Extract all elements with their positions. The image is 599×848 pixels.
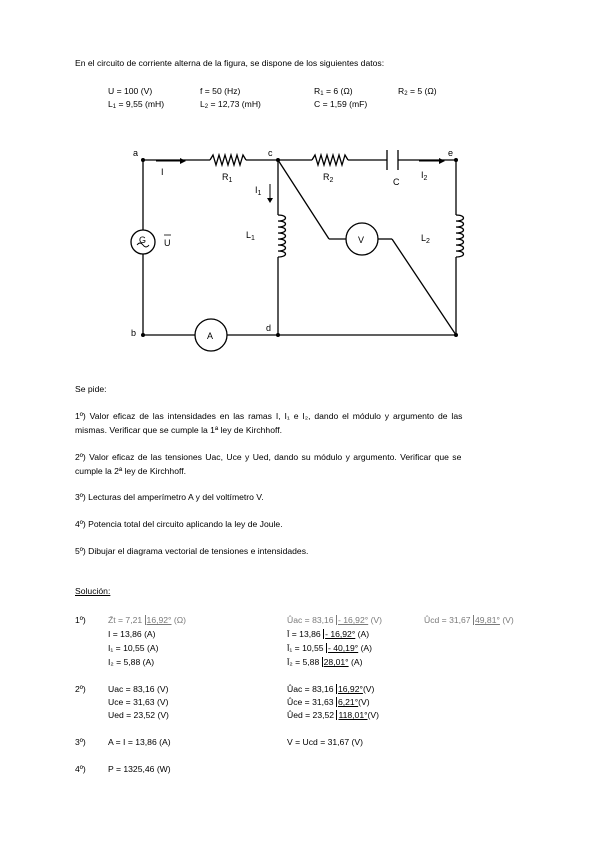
I1-label: I1: [255, 185, 262, 197]
sol-1-i-phasor: Ī = 13,86 - 16,92° (A): [287, 629, 370, 639]
node-d-label: d: [266, 323, 271, 333]
sol-2-ued: Ued = 23,52 (V): [108, 710, 169, 720]
node-c-label: c: [268, 148, 273, 158]
sol-1-uac: Ûac = 83,16 - 16,92° (V): [287, 615, 383, 625]
L1-label: L1: [246, 230, 255, 242]
question-2-line1: 2º) Valor eficaz de las tensiones Uac, U…: [75, 452, 462, 462]
question-2-line2: cumple la 2ª ley de Kirchhoff.: [75, 466, 186, 476]
L2-label: L2: [421, 233, 430, 245]
node-b-label: b: [131, 328, 136, 338]
U-label: U: [164, 238, 171, 248]
R2-label: R2: [323, 172, 334, 184]
node-e-label: e: [448, 148, 453, 158]
data-L1: L1 = 9,55 (mH): [108, 99, 165, 110]
data-R2: R2 = 5 (Ω): [398, 86, 437, 97]
circuit-diagram: a b c d e R1 R2 C L1 L2 I I1 I2 G U A V: [130, 148, 465, 352]
sol-2-uac: Uac = 83,16 (V): [108, 684, 169, 694]
generator-label: G: [139, 235, 146, 245]
sol-2-uce: Uce = 31,63 (V): [108, 697, 169, 707]
sol-2-uac-phasor: Ûac = 83,16 16,92°(V): [287, 684, 375, 694]
node-a-label: a: [133, 148, 138, 158]
data-f: f = 50 (Hz): [200, 86, 241, 96]
data-C: C = 1,59 (mF): [314, 99, 368, 109]
sol-4-power: P = 1325,46 (W): [108, 764, 171, 774]
ammeter-label: A: [207, 331, 213, 341]
R1-label: R1: [222, 172, 233, 184]
data-L2: L2 = 12,73 (mH): [200, 99, 261, 110]
sol-2-ued-phasor: Ûed = 23,52 118,01°(V): [287, 710, 380, 720]
sol-4-number: 4º): [75, 764, 86, 774]
sol-3-number: 3º): [75, 737, 86, 747]
intro-text: En el circuito de corriente alterna de l…: [75, 58, 385, 68]
I2-label: I2: [421, 170, 428, 182]
sol-1-ucd: Ûcd = 31,67 49,81° (V): [424, 615, 514, 625]
data-R1: R1 = 6 (Ω): [314, 86, 353, 97]
question-1-line2: mismas. Verificar que se cumple la 1ª le…: [75, 425, 282, 435]
sol-2-number: 2º): [75, 684, 86, 694]
se-pide-heading: Se pide:: [75, 384, 107, 394]
question-5: 5º) Dibujar el diagrama vectorial de ten…: [75, 546, 309, 556]
question-4: 4º) Potencia total del circuito aplicand…: [75, 519, 283, 529]
question-1-line1: 1º) Valor eficaz de las intensidades en …: [75, 411, 463, 421]
sol-1-i2-phasor: Ī₂ = 5,88 28,01° (A): [287, 657, 363, 667]
sol-1-zt: Z̄t = 7,21 16,92° (Ω): [108, 615, 187, 625]
sol-1-i: I = 13,86 (A): [108, 629, 156, 639]
sol-1-i2: I₂ = 5,88 (A): [108, 657, 155, 667]
sol-2-uce-phasor: Ûce = 31,63 6,21°(V): [287, 697, 370, 707]
sol-3-voltmeter: V = Ucd = 31,67 (V): [287, 737, 363, 747]
sol-1-number: 1º): [75, 615, 86, 625]
sol-1-i1: I₁ = 10,55 (A): [108, 643, 159, 653]
data-U: U = 100 (V): [108, 86, 153, 96]
sol-3-ammeter: A = I = 13,86 (A): [108, 737, 171, 747]
C-label: C: [393, 177, 400, 187]
solucion-heading: Solución:: [75, 586, 111, 596]
sol-1-i1-phasor: Ī₁ = 10,55 - 40,19° (A): [287, 643, 373, 653]
question-3: 3º) Lecturas del amperímetro A y del vol…: [75, 492, 264, 502]
I-label: I: [161, 167, 164, 177]
voltmeter-label: V: [358, 235, 364, 245]
